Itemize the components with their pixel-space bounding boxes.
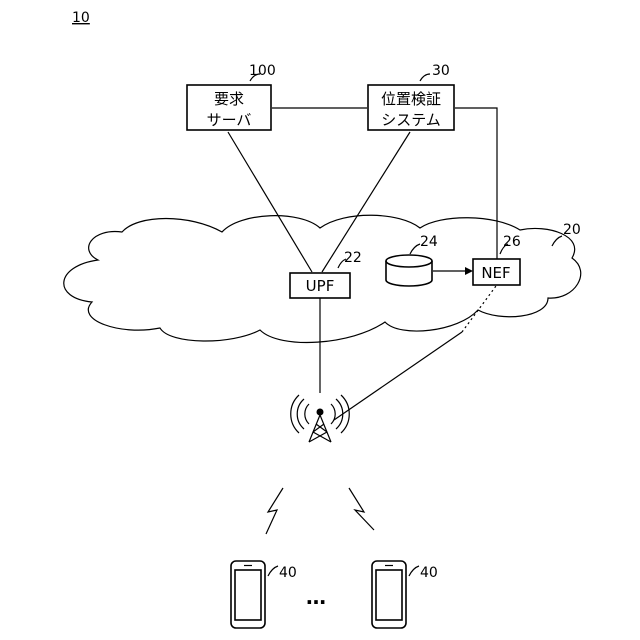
- link-system-upf: [322, 132, 410, 272]
- nef-label: NEF: [481, 264, 510, 282]
- request-server-label-line1: 要求: [214, 90, 244, 108]
- wireless-link-right-icon: [349, 488, 374, 530]
- ellipsis: …: [306, 585, 326, 609]
- terminal-leader: [409, 566, 419, 576]
- request-server-ref: 100: [249, 63, 276, 79]
- request-server-label-line2: サーバ: [207, 111, 252, 129]
- terminal-leader: [268, 566, 278, 576]
- link-server-upf: [228, 132, 312, 272]
- database-ref: 24: [420, 234, 438, 250]
- wireless-link-left-icon: [266, 488, 283, 534]
- nef-ref: 26: [503, 234, 521, 250]
- location-system-ref: 30: [432, 63, 450, 79]
- upf-label: UPF: [306, 277, 335, 295]
- network-leader: [552, 236, 562, 246]
- database-leader: [410, 244, 420, 254]
- database-icon: [386, 255, 432, 286]
- link-antenna-nef: [334, 332, 462, 420]
- smartphone-icon: [231, 561, 265, 628]
- upf-ref: 22: [344, 250, 362, 266]
- figure-label: 10: [72, 10, 90, 26]
- arrow-head: [465, 267, 473, 275]
- location-system-leader: [420, 74, 430, 81]
- terminal-ref: 40: [420, 565, 438, 581]
- location-system-label-line2: システム: [381, 111, 441, 129]
- location-system-label-line1: 位置検証: [381, 90, 441, 108]
- network-ref: 20: [563, 222, 581, 238]
- link-system-nef: [455, 108, 497, 259]
- link-antenna-nef-dotted: [462, 286, 496, 332]
- smartphone-icon: [372, 561, 406, 628]
- terminal-ref: 40: [279, 565, 297, 581]
- antenna-tower-icon: [291, 395, 350, 442]
